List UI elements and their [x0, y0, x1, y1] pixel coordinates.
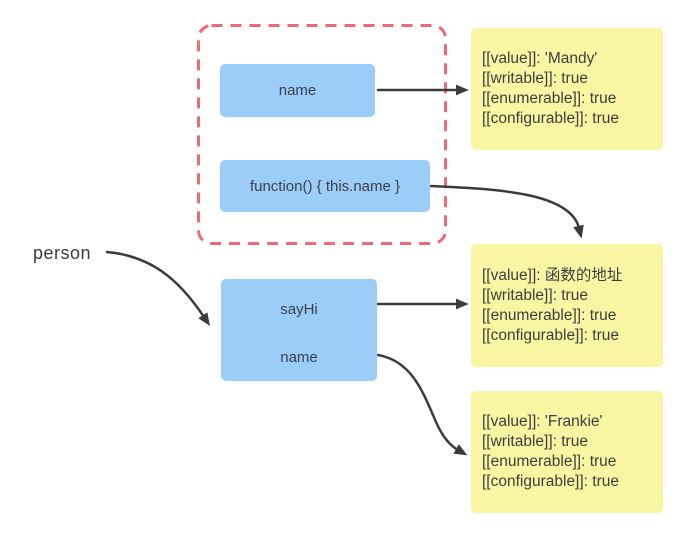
descriptor-line: [[value]]: 'Frankie': [482, 413, 603, 430]
descriptor-line: [[writable]]: true: [482, 70, 588, 87]
sayhi-method-label: sayHi: [280, 300, 318, 318]
descriptor-box-mandy: [[value]]: 'Mandy' [[writable]]: true [[…: [471, 28, 663, 150]
name-property-box: name: [220, 64, 375, 117]
function-body-label: function() { this.name }: [249, 177, 401, 195]
descriptor-line: [[enumerable]]: true: [482, 90, 617, 107]
descriptor-line: [[writable]]: true: [482, 286, 588, 304]
function-body-box: function() { this.name }: [220, 160, 430, 212]
descriptor-line: [[configurable]]: true: [482, 110, 619, 127]
descriptor-box-frankie: [[value]]: 'Frankie' [[writable]]: true …: [471, 391, 663, 513]
descriptor-line: [[writable]]: true: [482, 433, 588, 450]
descriptor-line: [[configurable]]: true: [482, 326, 619, 344]
descriptor-line: [[value]]: 'Mandy': [482, 50, 598, 67]
descriptor-line: [[value]]: 函数的地址: [482, 266, 623, 284]
arrow-person-to-sayhi-box: [105, 250, 211, 327]
descriptor-box-function: [[value]]: 函数的地址 [[writable]]: true [[en…: [471, 244, 663, 367]
descriptor-line: [[enumerable]]: true: [482, 453, 617, 470]
person-object-box: sayHi name: [221, 279, 377, 381]
name-member-label: name: [280, 348, 318, 366]
descriptor-line: [[configurable]]: true: [482, 473, 619, 490]
person-label: person: [33, 243, 92, 263]
arrow-name2-to-descriptor3: [376, 353, 468, 456]
name-property-label: name: [278, 82, 317, 99]
arrow-function-to-descriptor2: [429, 184, 584, 239]
descriptor-line: [[enumerable]]: true: [482, 306, 617, 324]
